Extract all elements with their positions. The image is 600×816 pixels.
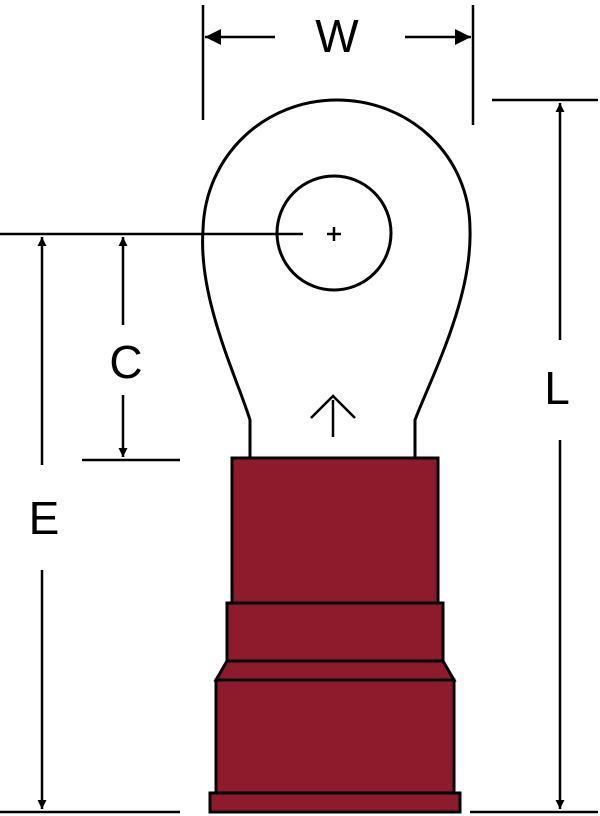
up-arrow-icon bbox=[310, 394, 356, 437]
dimension-l bbox=[470, 98, 598, 814]
insulated-barrel bbox=[208, 456, 462, 814]
dimension-e-label: E bbox=[29, 492, 60, 544]
dimension-e bbox=[0, 237, 180, 814]
dimension-l-label: L bbox=[544, 362, 570, 414]
plus-icon bbox=[327, 227, 341, 241]
dimension-w bbox=[201, 5, 475, 125]
barrel-base bbox=[208, 791, 462, 814]
barrel-lower-section bbox=[214, 678, 456, 795]
barrel-flare bbox=[213, 659, 457, 682]
dimension-w-label: W bbox=[315, 10, 359, 62]
dimension-c-label: C bbox=[109, 336, 142, 388]
barrel-upper-section bbox=[230, 456, 440, 605]
dimension-c bbox=[0, 232, 303, 462]
barrel-middle-band bbox=[225, 601, 445, 663]
